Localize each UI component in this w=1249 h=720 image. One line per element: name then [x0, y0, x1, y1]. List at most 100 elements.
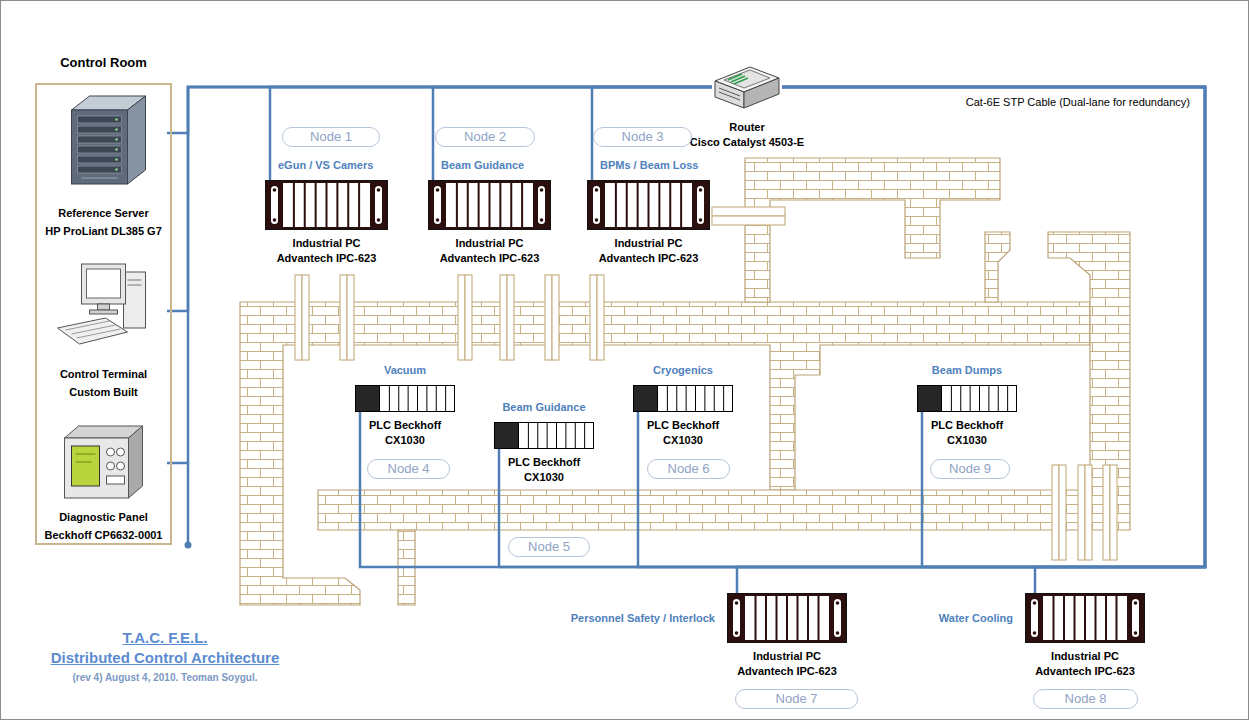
shape-rect	[65, 438, 129, 498]
shape-dot	[1134, 601, 1138, 605]
device-text: Control TerminalCustom Built	[40, 364, 167, 400]
shape-rect	[78, 126, 122, 133]
wall-slit	[302, 275, 309, 360]
shape-line	[734, 78, 748, 84]
shape-rect	[593, 186, 600, 224]
subsystem-label: Beam Guidance	[502, 400, 585, 414]
shape-line	[988, 386, 989, 412]
shape-line	[426, 386, 427, 412]
shape-rect	[356, 386, 380, 412]
plc-rack	[355, 385, 455, 412]
room-heading: Control Room	[37, 55, 170, 71]
node-tag: Node 5	[508, 537, 590, 557]
shape-rect	[538, 186, 545, 224]
wall-slit	[597, 275, 604, 360]
shape-rect	[728, 594, 847, 643]
device-icon	[40, 88, 167, 188]
subsystem-label: Beam Guidance	[441, 158, 524, 172]
wall-slit	[712, 207, 785, 216]
shape-dot	[273, 218, 277, 222]
subsystem-label: Beam Dumps	[932, 363, 1002, 377]
shape-dot	[377, 218, 381, 222]
shape-line	[547, 423, 548, 449]
shape-rect	[78, 116, 122, 123]
node-number: Node 2	[464, 129, 506, 145]
shape-rect	[697, 186, 704, 224]
device-label: Industrial PC	[1035, 649, 1135, 664]
shape-line	[66, 321, 110, 330]
shape-line	[82, 178, 118, 179]
shape-polygon	[724, 70, 770, 88]
shape-rect	[271, 186, 278, 224]
device-text: PLC BeckhoffCX1030	[931, 418, 1003, 448]
shape-rect	[918, 386, 942, 412]
diagram-caption: (rev 4) August 4, 2010. Teoman Soygul.	[30, 671, 300, 684]
shape-dot	[273, 188, 277, 192]
shape-dot	[115, 138, 118, 141]
diagram-subtitle: Distributed Control Architecture	[30, 649, 300, 667]
shape-line	[979, 386, 980, 412]
device-text: Industrial PCAdvantech IPC-623	[599, 236, 699, 266]
network-cable	[592, 87, 712, 180]
device-label: PLC Beckhoff	[508, 455, 580, 470]
shape-line	[1095, 596, 1097, 640]
shape-line	[680, 183, 682, 227]
shape-rect	[1132, 599, 1139, 637]
wall-slit	[507, 275, 514, 360]
shape-line	[436, 386, 437, 412]
shape-line	[728, 74, 742, 80]
shape-dot	[595, 218, 599, 222]
shape-line	[304, 183, 306, 227]
shape-line	[676, 386, 677, 412]
device-label: Reference Server	[58, 206, 149, 221]
shape-rect	[588, 181, 710, 230]
bus-stub	[187, 463, 190, 545]
shape-rect	[98, 304, 110, 310]
network-router: RouterCisco Catalyst 4503-E	[712, 61, 782, 113]
device-text: Industrial PCAdvantech IPC-623	[737, 649, 837, 679]
brick-walls	[240, 158, 1130, 605]
shape-line	[669, 183, 671, 227]
shape-dot	[107, 448, 115, 456]
shape-line	[776, 596, 778, 640]
shape-line	[358, 183, 360, 227]
plc-rack	[633, 385, 733, 412]
subsystem-label: BPMs / Beam Loss	[600, 158, 698, 172]
device-label: Beckhoff CP6632-0001	[44, 528, 162, 543]
shape-dot	[699, 188, 703, 192]
ipc-chassis	[727, 593, 847, 643]
shape-line	[72, 325, 116, 334]
tunnel-wall	[985, 232, 1010, 302]
shape-line	[695, 386, 696, 412]
shape-line	[1007, 386, 1008, 412]
device-label: Industrial PC	[737, 649, 837, 664]
shape-rect	[82, 264, 126, 304]
shape-line	[489, 183, 491, 227]
shape-dot	[735, 631, 739, 635]
shape-rect	[1031, 599, 1038, 637]
shape-line	[478, 183, 480, 227]
cable-penetrations	[295, 207, 1117, 560]
device-label: Advantech IPC-623	[440, 251, 540, 266]
shape-polygon	[128, 96, 146, 184]
shape-line	[521, 183, 523, 227]
industrial-pc: eGun / VS CamersIndustrial PCAdvantech I…	[265, 180, 388, 230]
shape-polygon	[58, 318, 128, 344]
shape-line	[1074, 596, 1076, 640]
network-cable	[737, 87, 1205, 593]
wall-slit	[1103, 465, 1110, 560]
device-label: CX1030	[508, 470, 580, 485]
shape-line	[667, 386, 668, 412]
device-text: Industrial PCAdvantech IPC-623	[277, 236, 377, 266]
industrial-pc: Water CoolingIndustrial PCAdvantech IPC-…	[1025, 593, 1145, 643]
shape-rect	[124, 272, 146, 328]
shape-dot	[115, 118, 118, 121]
shape-line	[686, 386, 687, 412]
wall-slit	[712, 216, 785, 225]
subsystem-label: Water Cooling	[939, 611, 1013, 625]
device-label: Advantech IPC-623	[1035, 664, 1135, 679]
tunnel-wall	[240, 302, 1090, 605]
device-text: PLC BeckhoffCX1030	[369, 418, 441, 448]
terminal-unit: Control TerminalCustom Built	[40, 258, 167, 400]
shape-line	[575, 423, 576, 449]
